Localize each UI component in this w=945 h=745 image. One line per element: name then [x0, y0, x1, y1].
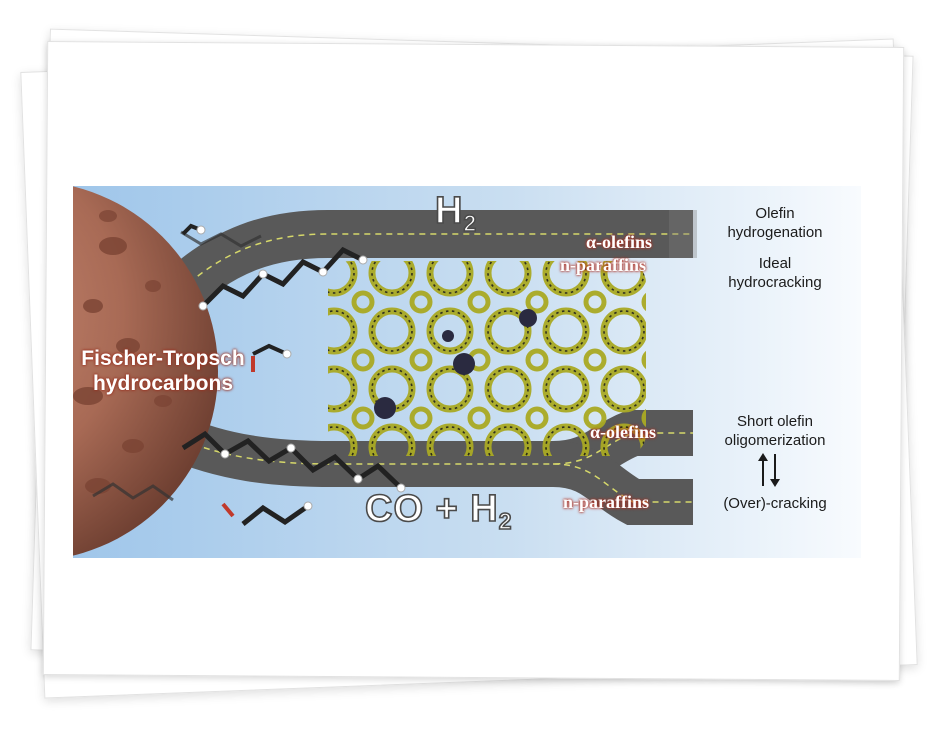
bottom-alpha-olefins-label: α-olefins — [590, 422, 657, 442]
top-n-paraffins-label: n-paraffins — [560, 255, 647, 275]
zeolite-framework — [328, 261, 646, 456]
metal-cluster — [442, 330, 454, 342]
bottom-n-paraffins-label: n-paraffins — [563, 492, 650, 512]
metal-cluster — [519, 309, 537, 327]
metal-cluster — [374, 397, 396, 419]
fischer-tropsch-label: Fischer-Tropsch hydrocarbons — [81, 347, 245, 395]
hydrocarbon-molecules — [92, 223, 406, 526]
metal-cluster — [453, 353, 475, 375]
short-olefin-oligomerization-label: Short olefin oligomerization — [724, 413, 826, 449]
figure-scene — [73, 186, 861, 558]
over-cracking-label: (Over)-cracking — [723, 495, 827, 512]
reaction-figure: H2 CO + H2 Fischer-Tropsch hydrocarbons … — [73, 186, 861, 558]
olefin-hydrogenation-label: Olefin hydrogenation — [727, 205, 823, 241]
catalyst-particle — [73, 186, 218, 556]
top-alpha-olefins-label: α-olefins — [586, 232, 653, 252]
up-down-arrows-icon — [758, 453, 780, 487]
h2-feed-label: H2 — [434, 189, 478, 237]
syngas-feed-label: CO + H2 — [364, 487, 513, 535]
ideal-hydrocracking-label: Ideal hydrocracking — [728, 255, 822, 291]
